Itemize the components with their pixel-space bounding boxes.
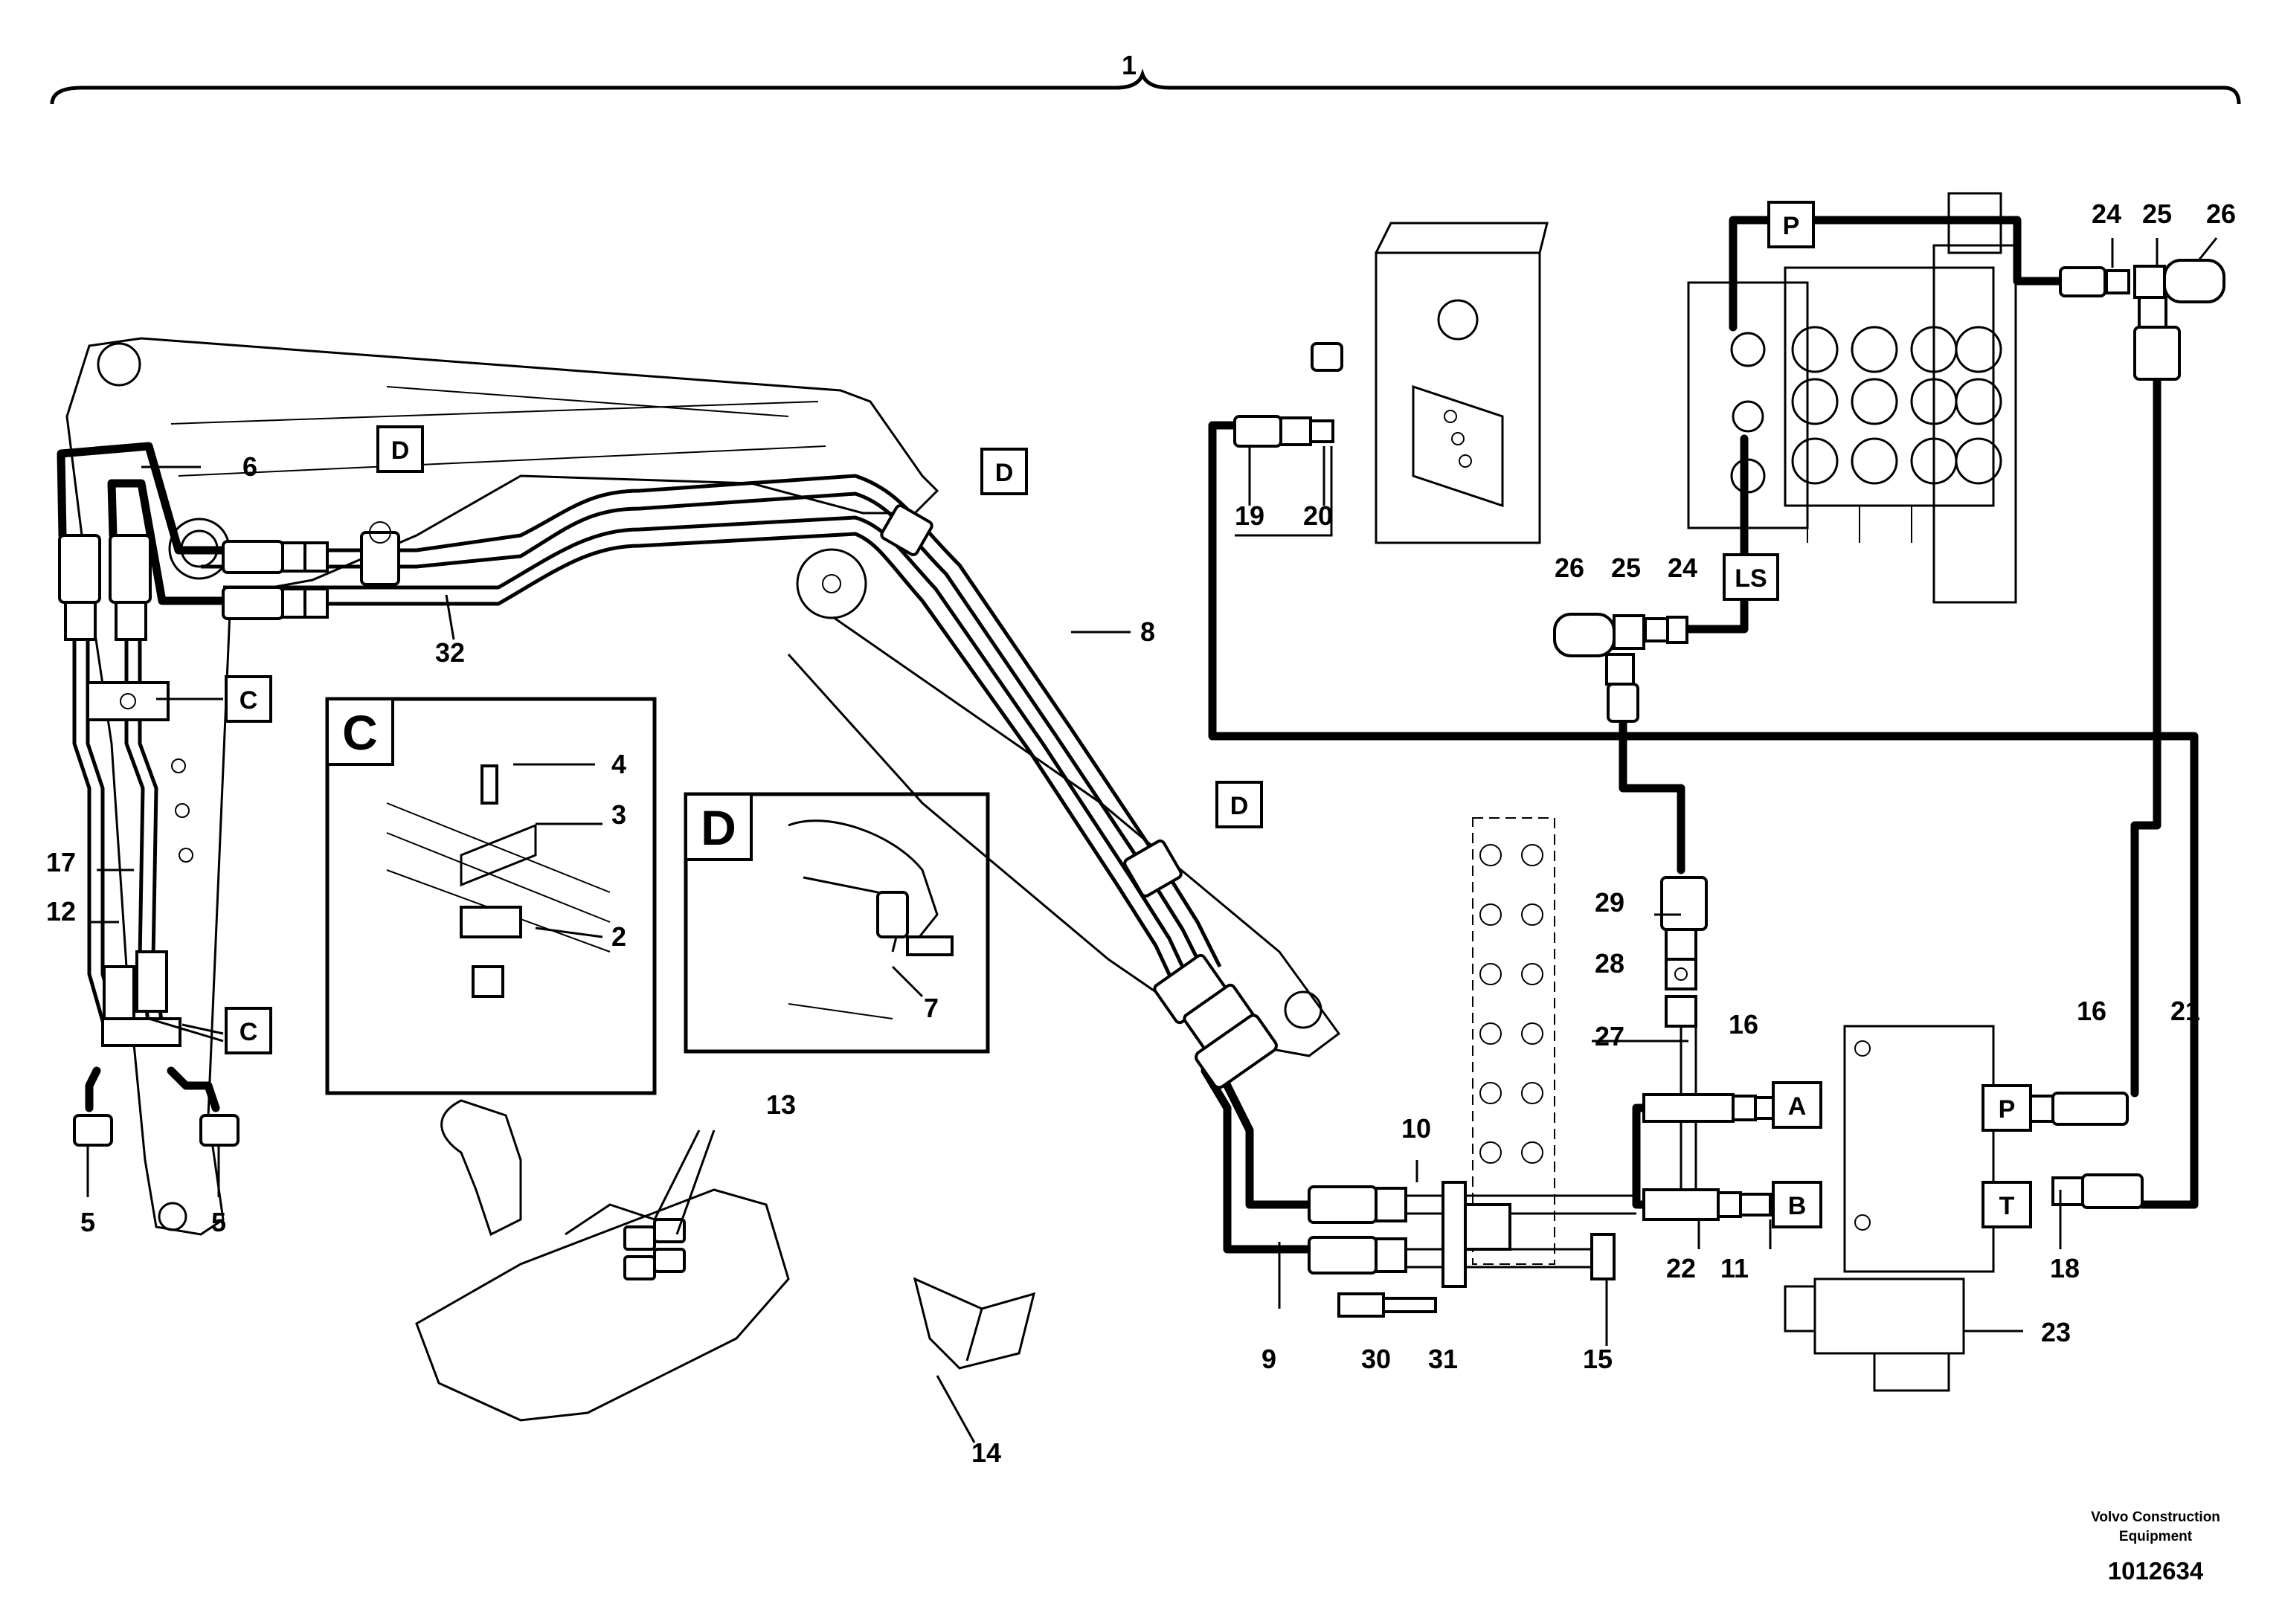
callout-3: 3 [611,799,626,830]
detail-c-title: C [342,705,378,760]
manufacturer-line-2: Equipment [2119,1529,2193,1544]
valve-fittings [1233,259,2225,1221]
callout-29: 29 [1595,887,1624,918]
port-t: T [1999,1192,2015,1220]
callout-32: 32 [435,637,465,668]
operator-manual [913,1277,1036,1370]
bottom-pipes [1235,446,1636,1318]
ref-d-arm: D [995,459,1014,487]
callout-10: 10 [1401,1113,1431,1144]
control-valve-bank [1687,192,2017,604]
assembly-brace [50,68,2241,105]
callout-17: 17 [46,847,76,877]
callout-26b: 26 [1555,552,1584,583]
callout-31: 31 [1428,1344,1458,1374]
callout-26a: 26 [2206,199,2236,229]
callout-14: 14 [971,1437,1001,1468]
callout-4: 4 [611,749,626,779]
detail-c-inset [325,697,657,1095]
port-ls: LS [1735,564,1767,593]
distribution-block [1784,1025,1995,1392]
boxed-labels: C D C C D D D P LS A B P T [225,201,2032,1228]
callout-24b: 24 [1668,552,1697,583]
callout-20: 20 [1303,500,1333,531]
port-a: A [1788,1092,1807,1121]
callout-21: 21 [2170,996,2200,1026]
callout-22: 22 [1666,1253,1696,1283]
stick-hoses [58,534,240,1147]
ref-c-top: C [240,686,258,715]
boom-heavy-hoses [57,442,1314,1254]
valve-mounting-plate [1311,222,1549,544]
callout-30: 30 [1361,1344,1391,1374]
callouts: 1 6 32 8 17 12 5 5 4 3 2 7 13 14 19 20 2… [46,50,2236,1468]
callout-6: 6 [242,451,257,482]
callout-24a: 24 [2092,199,2121,229]
leader-lines [86,237,2218,1443]
ref-d-boom: D [391,436,410,465]
callout-5b: 5 [211,1207,226,1237]
callout-13: 13 [766,1089,796,1120]
callout-5a: 5 [80,1207,95,1237]
callout-16b: 16 [2077,996,2106,1026]
callout-7: 7 [924,993,939,1023]
callout-16a: 16 [1729,1009,1758,1040]
drawing-number: 1012634 [2108,1557,2204,1585]
callout-19: 19 [1235,500,1264,531]
callout-2: 2 [611,921,626,952]
detail-d-inset [684,792,990,1054]
boom-outline [65,337,1341,1236]
ref-c-bottom: C [240,1018,258,1046]
boom-hose-lines [201,474,1222,992]
callout-25a: 25 [2142,199,2172,229]
ref-d-stick: D [1230,792,1249,820]
callout-12: 12 [46,896,76,927]
manufacturer-line-1: Volvo Construction [2091,1509,2220,1525]
detail-d-title: D [701,800,736,855]
callout-15: 15 [1583,1344,1613,1374]
callout-27: 27 [1595,1021,1624,1051]
callout-23: 23 [2041,1317,2071,1347]
callout-18: 18 [2050,1253,2080,1283]
operator-console [415,1099,790,1422]
callout-11: 11 [1720,1253,1749,1283]
callout-9: 9 [1261,1344,1276,1374]
port-b: B [1788,1192,1807,1220]
callout-25b: 25 [1611,552,1641,583]
callout-8: 8 [1140,616,1155,647]
supply-hoses [1208,216,2199,1209]
mounting-bracket [1472,817,1555,1265]
boom-fittings [222,504,1278,1089]
callout-28: 28 [1595,948,1624,979]
drawing-caption: Volvo Construction Equipment 1012634 [2091,1509,2220,1585]
callout-1: 1 [1122,50,1137,80]
port-p-top: P [1783,212,1800,240]
port-p: P [1999,1095,2016,1124]
